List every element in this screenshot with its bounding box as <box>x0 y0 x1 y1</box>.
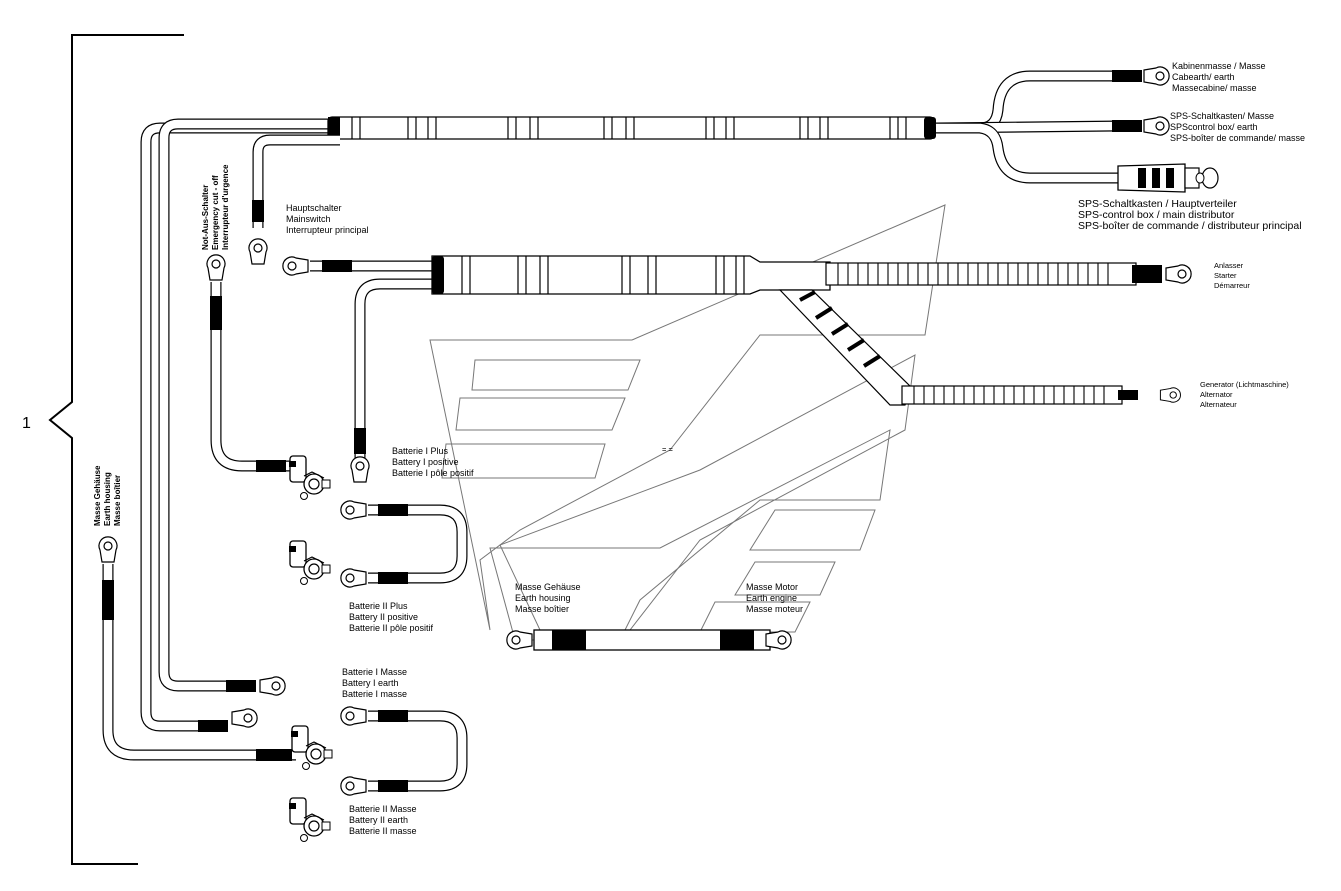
label-main-distributor: SPS-Schaltkasten / Hauptverteiler SPS-co… <box>1078 198 1302 232</box>
starter-harness <box>282 255 1192 483</box>
main-distributor-plug <box>1117 163 1219 193</box>
svg-text:SPS-boîter de commande/ masse: SPS-boîter de commande/ masse <box>1170 133 1305 143</box>
svg-text:Kabinenmasse / Masse: Kabinenmasse / Masse <box>1172 61 1266 71</box>
svg-text:Batterie II Plus: Batterie II Plus <box>349 601 408 611</box>
battery-link-plus <box>288 500 468 588</box>
svg-text:Massecabine/ masse: Massecabine/ masse <box>1172 83 1257 93</box>
battery-link-earth <box>288 706 468 843</box>
svg-text:Starter: Starter <box>1214 271 1237 280</box>
svg-text:SPS-Schaltkasten/ Masse: SPS-Schaltkasten/ Masse <box>1170 111 1274 121</box>
svg-text:Not-Aus-Schalter: Not-Aus-Schalter <box>201 185 210 250</box>
label-emergency-cutoff: Not-Aus-Schalter Emergency cut - off Int… <box>201 164 230 250</box>
label-chassis-earth: Kabinenmasse / Masse Cabearth/ earth Mas… <box>1172 61 1266 93</box>
emergency-cutoff-cable <box>206 254 331 501</box>
label-battery-housing-earth: Masse Gehäuse Earth housing Masse boîtie… <box>93 465 122 526</box>
svg-text:Interrupteur d'urgence: Interrupteur d'urgence <box>221 164 230 250</box>
svg-text:SPScontrol box/ earth: SPScontrol box/ earth <box>1170 122 1258 132</box>
svg-text:Battery I positive: Battery I positive <box>392 457 459 467</box>
svg-text:Batterie I Plus: Batterie I Plus <box>392 446 449 456</box>
svg-text:Batterie II pôle positif: Batterie II pôle positif <box>349 623 434 633</box>
svg-text:Masse boîtier: Masse boîtier <box>113 475 122 526</box>
top-right-branches <box>935 66 1219 193</box>
svg-text:Anlasser: Anlasser <box>1214 261 1244 270</box>
label-main-switch: Hauptschalter Mainswitch Interrupteur pr… <box>286 203 369 235</box>
svg-text:Masse Motor: Masse Motor <box>746 582 798 592</box>
label-engine-earth: Masse Motor Earth engine Masse moteur <box>746 582 803 614</box>
svg-text:Mainswitch: Mainswitch <box>286 214 331 224</box>
label-battery1-plus: Batterie I Plus Battery I positive Batte… <box>392 446 474 478</box>
item-number: 1 <box>22 415 31 432</box>
battery-housing-earth-cable <box>98 536 333 771</box>
svg-text:= =: = = <box>662 445 673 454</box>
svg-text:Interrupteur principal: Interrupteur principal <box>286 225 369 235</box>
svg-text:Batterie I masse: Batterie I masse <box>342 689 407 699</box>
svg-text:Emergency cut - off: Emergency cut - off <box>211 175 220 250</box>
svg-text:Earth housing: Earth housing <box>515 593 571 603</box>
label-control-box-earth: SPS-Schaltkasten/ Masse SPScontrol box/ … <box>1170 111 1305 143</box>
svg-text:SPS-control box / main distri: SPS-control box / main distributor <box>1078 209 1235 221</box>
svg-text:Generator (Lichtmaschine): Generator (Lichtmaschine) <box>1200 380 1289 389</box>
svg-text:Hauptschalter: Hauptschalter <box>286 203 342 213</box>
svg-text:Démarreur: Démarreur <box>1214 281 1250 290</box>
label-alternator: Generator (Lichtmaschine) Alternator Alt… <box>1200 380 1289 409</box>
svg-text:Batterie II Masse: Batterie II Masse <box>349 804 417 814</box>
bracket <box>48 34 184 865</box>
svg-text:Batterie II masse: Batterie II masse <box>349 826 417 836</box>
svg-text:Earth engine: Earth engine <box>746 593 797 603</box>
svg-text:Masse Gehäuse: Masse Gehäuse <box>93 465 102 526</box>
svg-text:Battery I earth: Battery I earth <box>342 678 399 688</box>
label-starter: Anlasser Starter Démarreur <box>1214 261 1250 290</box>
svg-text:Masse moteur: Masse moteur <box>746 604 803 614</box>
label-battery2-earth: Batterie II Masse Battery II earth Batte… <box>349 804 417 836</box>
svg-text:Masse Gehäuse: Masse Gehäuse <box>515 582 581 592</box>
svg-text:Battery II earth: Battery II earth <box>349 815 408 825</box>
svg-text:Batterie I pôle positif: Batterie I pôle positif <box>392 468 474 478</box>
svg-text:SPS-Schaltkasten / Hauptvertei: SPS-Schaltkasten / Hauptverteiler <box>1078 198 1237 210</box>
label-housing-earth: Masse Gehäuse Earth housing Masse boîtie… <box>515 582 581 614</box>
svg-text:Cabearth/ earth: Cabearth/ earth <box>1172 72 1235 82</box>
svg-text:Batterie I Masse: Batterie I Masse <box>342 667 407 677</box>
main-harness <box>140 116 936 732</box>
svg-text:Masse boîtier: Masse boîtier <box>515 604 569 614</box>
label-battery1-earth: Batterie I Masse Battery I earth Batteri… <box>342 667 407 699</box>
svg-text:Alternator: Alternator <box>1200 390 1233 399</box>
engine-earth-strap <box>506 629 792 651</box>
svg-text:Battery II positive: Battery II positive <box>349 612 418 622</box>
svg-text:Alternateur: Alternateur <box>1200 400 1237 409</box>
label-battery2-plus: Batterie II Plus Battery II positive Bat… <box>349 601 434 633</box>
svg-text:SPS-boîter de commande / distr: SPS-boîter de commande / distributeur pr… <box>1078 220 1302 232</box>
svg-text:Earth housing: Earth housing <box>103 472 112 526</box>
